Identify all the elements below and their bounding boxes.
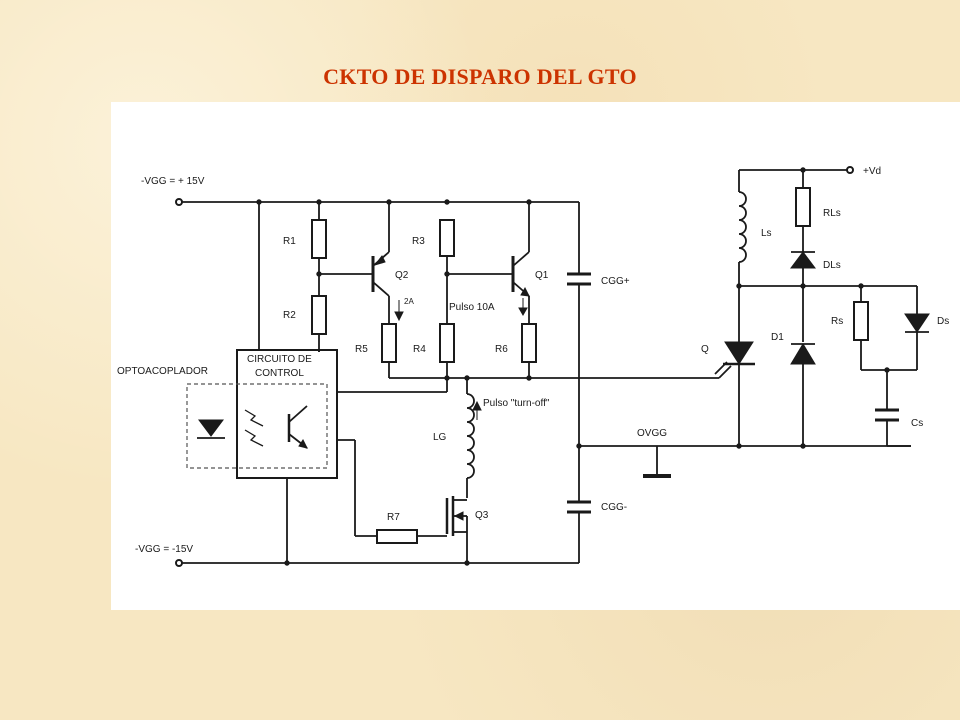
diode-dls: DLs	[790, 251, 841, 286]
svg-text:Q2: Q2	[395, 270, 409, 281]
svg-text:Cs: Cs	[911, 418, 923, 429]
svg-text:OVGG: OVGG	[637, 428, 667, 439]
positive-rail	[182, 199, 579, 205]
resistor-r3: R3	[412, 219, 455, 324]
capacitor-cgg-positive: CGG+	[567, 202, 630, 496]
svg-text:D1: D1	[771, 332, 784, 343]
svg-text:-VGG = -15V: -VGG = -15V	[135, 544, 193, 555]
pulso-10a-label: Pulso 10A	[449, 302, 495, 313]
svg-text:Q1: Q1	[535, 270, 549, 281]
optocoupler: OPTOACOPLADOR	[117, 366, 328, 469]
svg-text:CIRCUITO DE: CIRCUITO DE	[247, 354, 312, 365]
capacitor-cs: Cs	[875, 370, 923, 446]
svg-text:R7: R7	[387, 512, 400, 523]
gate-line	[389, 375, 719, 381]
svg-text:CONTROL: CONTROL	[255, 368, 304, 379]
svg-text:Pulso "turn-off": Pulso "turn-off"	[483, 398, 550, 409]
circuit-diagram: -VGG = + 15V -VGG = -15V +Vd R1 R2	[111, 102, 960, 610]
svg-text:R1: R1	[283, 236, 296, 247]
svg-text:R6: R6	[495, 344, 508, 355]
svg-text:Q: Q	[701, 344, 709, 355]
transistor-q1: Q1	[511, 202, 549, 324]
capacitor-cgg-negative: CGG-	[567, 496, 627, 563]
svg-text:R5: R5	[355, 344, 368, 355]
transistor-q2: Q2 2A	[371, 202, 414, 322]
svg-text:2A: 2A	[404, 297, 414, 306]
mosfet-q3: Q3	[445, 496, 489, 563]
ovgg-ground: OVGG	[576, 428, 911, 478]
negative-rail	[182, 560, 579, 566]
control-circuit-box: CIRCUITO DE CONTROL	[236, 202, 447, 563]
inductor-lg: LG Pulso "turn-off"	[433, 378, 550, 498]
resistor-r4: R4	[413, 323, 455, 392]
svg-text:Ds: Ds	[937, 316, 949, 327]
svg-text:R4: R4	[413, 344, 426, 355]
resistor-r7: R7	[354, 440, 447, 544]
svg-text:Q3: Q3	[475, 510, 489, 521]
diode-d1: D1	[771, 286, 816, 446]
svg-text:R3: R3	[412, 236, 425, 247]
svg-text:CGG+: CGG+	[601, 276, 630, 287]
resistor-r2: R2	[283, 295, 327, 352]
svg-text:CGG-: CGG-	[601, 502, 627, 513]
inductor-ls: Ls	[738, 170, 772, 286]
diode-ds: Ds	[904, 286, 949, 370]
vgg-positive-terminal: -VGG = + 15V	[141, 176, 205, 206]
svg-text:LG: LG	[433, 432, 447, 443]
resistor-rls: RLs	[795, 170, 841, 252]
svg-text:Ls: Ls	[761, 228, 772, 239]
svg-text:-VGG = + 15V: -VGG = + 15V	[141, 176, 205, 187]
svg-text:OPTOACOPLADOR: OPTOACOPLADOR	[117, 366, 208, 377]
svg-text:RLs: RLs	[823, 208, 841, 219]
resistor-r5: R5	[355, 314, 397, 378]
gto-q: Q	[701, 286, 755, 446]
resistor-r6: R6	[495, 323, 537, 378]
resistor-r1: R1	[283, 202, 327, 296]
svg-text:R2: R2	[283, 310, 296, 321]
resistor-rs: Rs	[831, 286, 869, 370]
svg-text:Rs: Rs	[831, 316, 843, 327]
vd-terminal: +Vd	[846, 166, 881, 177]
svg-text:DLs: DLs	[823, 260, 841, 271]
svg-text:+Vd: +Vd	[863, 166, 881, 177]
slide-title: CKTO DE DISPARO DEL GTO	[323, 64, 637, 89]
